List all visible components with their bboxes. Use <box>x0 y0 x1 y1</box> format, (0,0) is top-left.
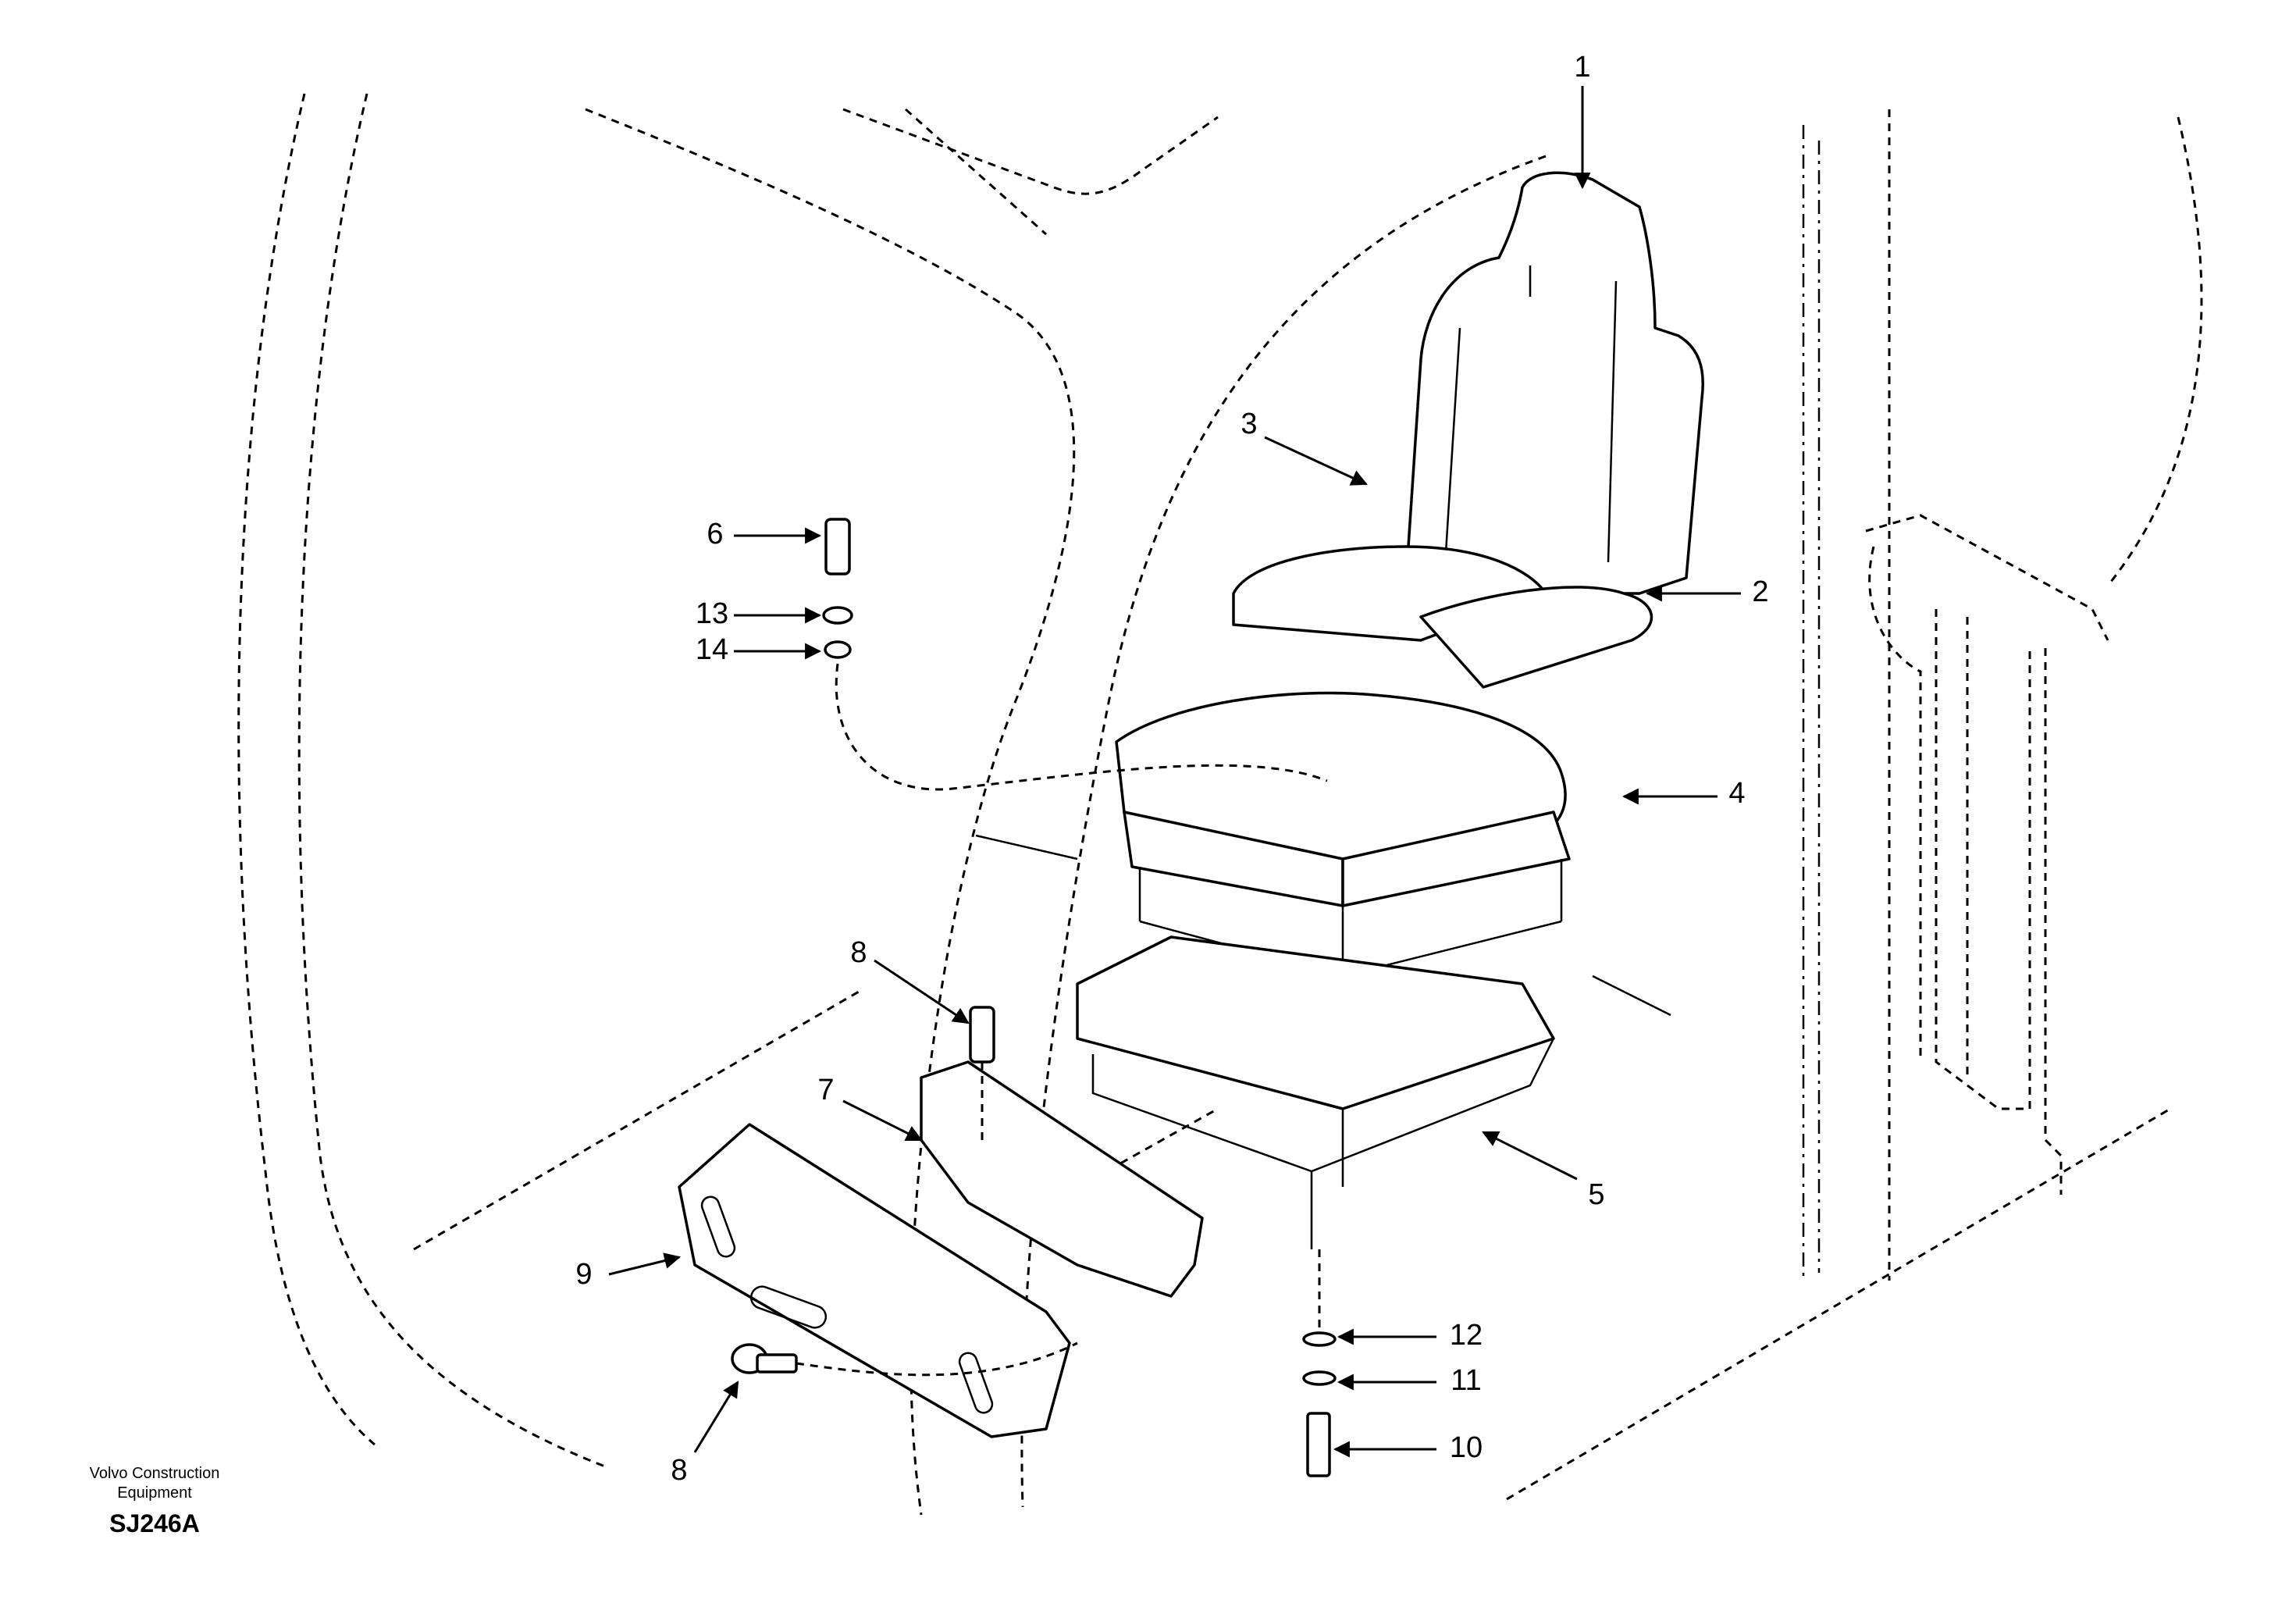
callout-8-upper: 8 <box>850 936 867 969</box>
drawing-caption: Volvo Construction Equipment SJ246A <box>90 1465 220 1537</box>
callout-labels: 1 2 3 4 5 6 7 8 8 9 10 11 12 13 14 <box>575 51 1768 1487</box>
operator-seat <box>975 171 1704 1249</box>
callout-5: 5 <box>1588 1178 1604 1211</box>
callout-12: 12 <box>1450 1319 1483 1352</box>
callout-7: 7 <box>817 1074 834 1106</box>
cab-frame-right <box>1802 109 2109 1281</box>
caption-line-1: Volvo Construction <box>90 1465 220 1482</box>
callout-9: 9 <box>575 1258 592 1291</box>
callout-1: 1 <box>1574 51 1590 84</box>
callout-3: 3 <box>1241 408 1257 440</box>
callout-2: 2 <box>1752 575 1768 608</box>
fasteners <box>731 518 1337 1477</box>
callout-10: 10 <box>1450 1431 1483 1464</box>
callout-4: 4 <box>1728 777 1745 810</box>
drawing-code: SJ246A <box>109 1509 200 1537</box>
callout-6: 6 <box>707 518 723 550</box>
caption-line-2: Equipment <box>117 1484 192 1502</box>
callout-8-lower: 8 <box>671 1454 687 1487</box>
callout-11: 11 <box>1451 1364 1481 1397</box>
console-parts <box>678 1060 1204 1438</box>
callout-13: 13 <box>696 597 728 630</box>
leader-arrows <box>608 86 1741 1458</box>
callout-14: 14 <box>696 633 728 666</box>
